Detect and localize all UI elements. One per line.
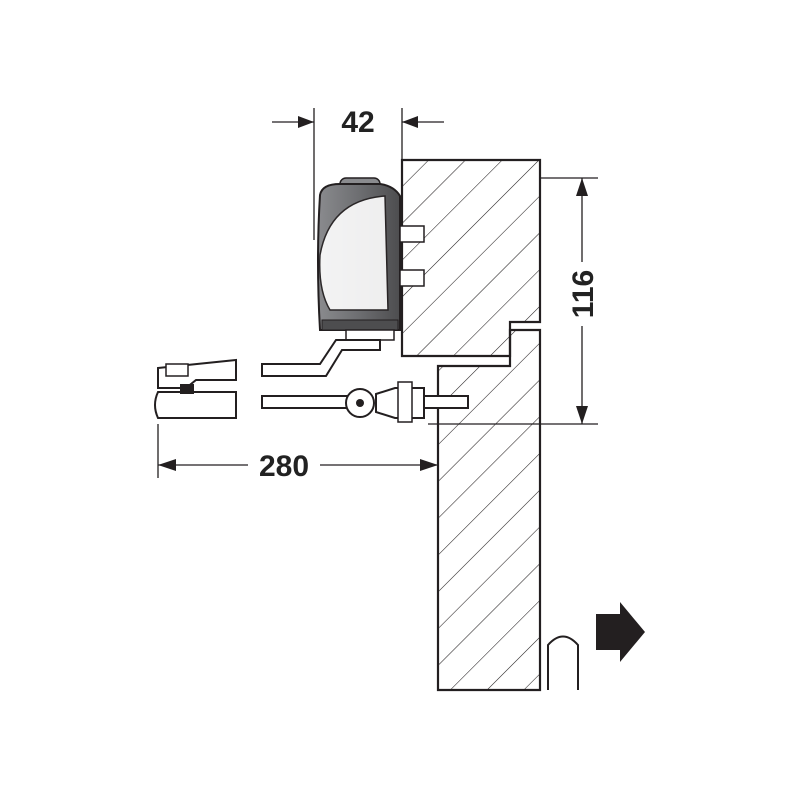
dimension-116: 116 bbox=[428, 177, 600, 425]
lower-arm bbox=[261, 381, 469, 423]
dimension-label-280: 280 bbox=[259, 450, 309, 483]
dimension-42: 42 bbox=[272, 106, 444, 240]
arrow-right-icon bbox=[596, 602, 645, 662]
dimension-label-42: 42 bbox=[341, 106, 374, 139]
dimension-label-116: 116 bbox=[567, 270, 600, 318]
door-leaf bbox=[436, 328, 542, 692]
door-frame bbox=[400, 158, 542, 358]
hinge-pin bbox=[547, 635, 579, 690]
arm-end-detail bbox=[154, 358, 237, 419]
door-closer-body bbox=[317, 177, 425, 341]
dimension-280: 280 bbox=[157, 424, 439, 483]
upper-arm bbox=[261, 339, 381, 377]
